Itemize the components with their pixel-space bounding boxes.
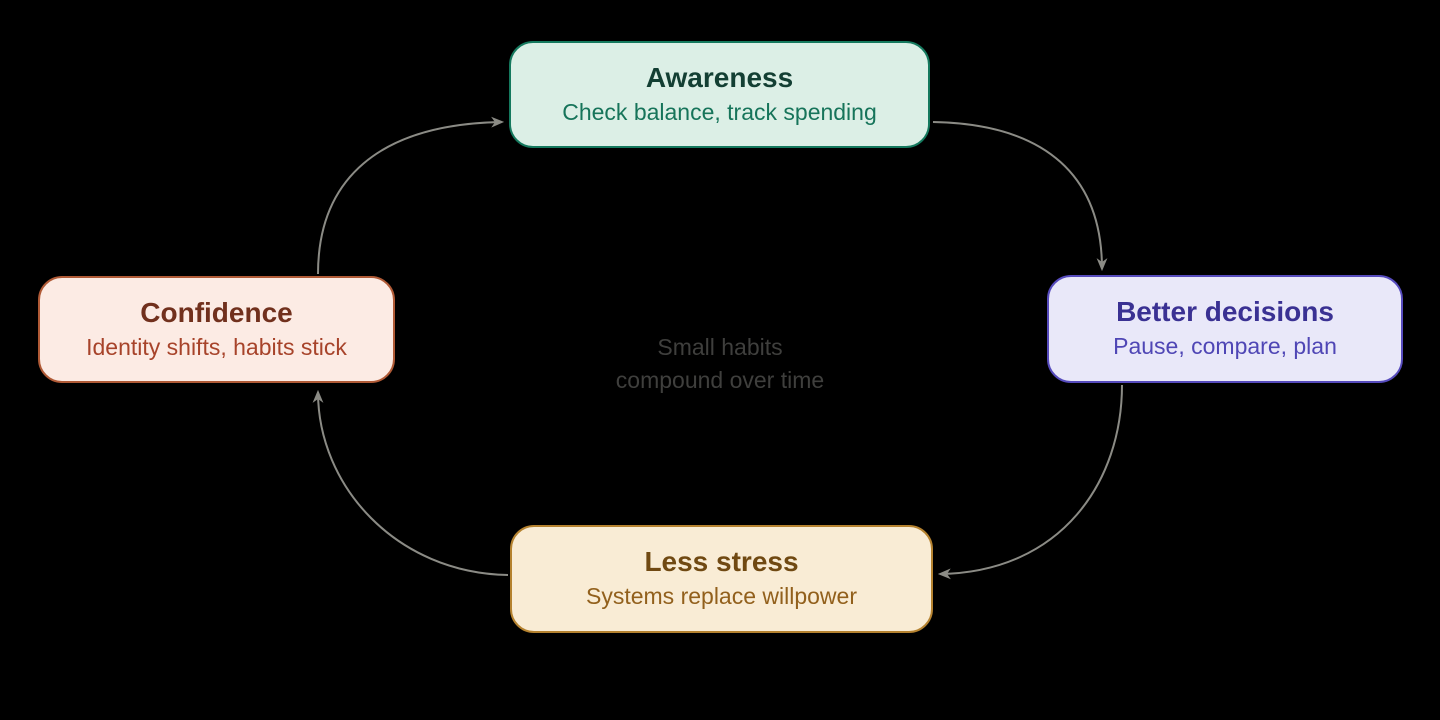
node-less-stress-subtitle: Systems replace willpower [586,583,857,610]
node-less-stress-title: Less stress [644,546,799,578]
node-confidence-title: Confidence [140,296,293,328]
center-caption: Small habits compound over time [0,331,1440,397]
node-awareness-subtitle: Check balance, track spending [562,98,877,125]
node-awareness: Awareness Check balance, track spending [509,41,930,148]
node-confidence-subtitle: Identity shifts, habits stick [86,333,347,360]
node-confidence: Confidence Identity shifts, habits stick [38,276,395,383]
edge-awareness-to-better-decisions [932,121,1108,272]
edge-better-decisions-to-less-stress [937,384,1123,580]
center-caption-line2: compound over time [615,367,825,393]
node-less-stress: Less stress Systems replace willpower [510,525,933,633]
node-better-decisions: Better decisions Pause, compare, plan [1047,275,1403,383]
edge-confidence-to-awareness [317,116,505,275]
node-better-decisions-title: Better decisions [1116,296,1334,328]
node-better-decisions-subtitle: Pause, compare, plan [1113,333,1337,360]
edge-less-stress-to-confidence [312,389,509,576]
center-caption-line1: Small habits [657,334,783,360]
node-awareness-title: Awareness [645,61,794,93]
